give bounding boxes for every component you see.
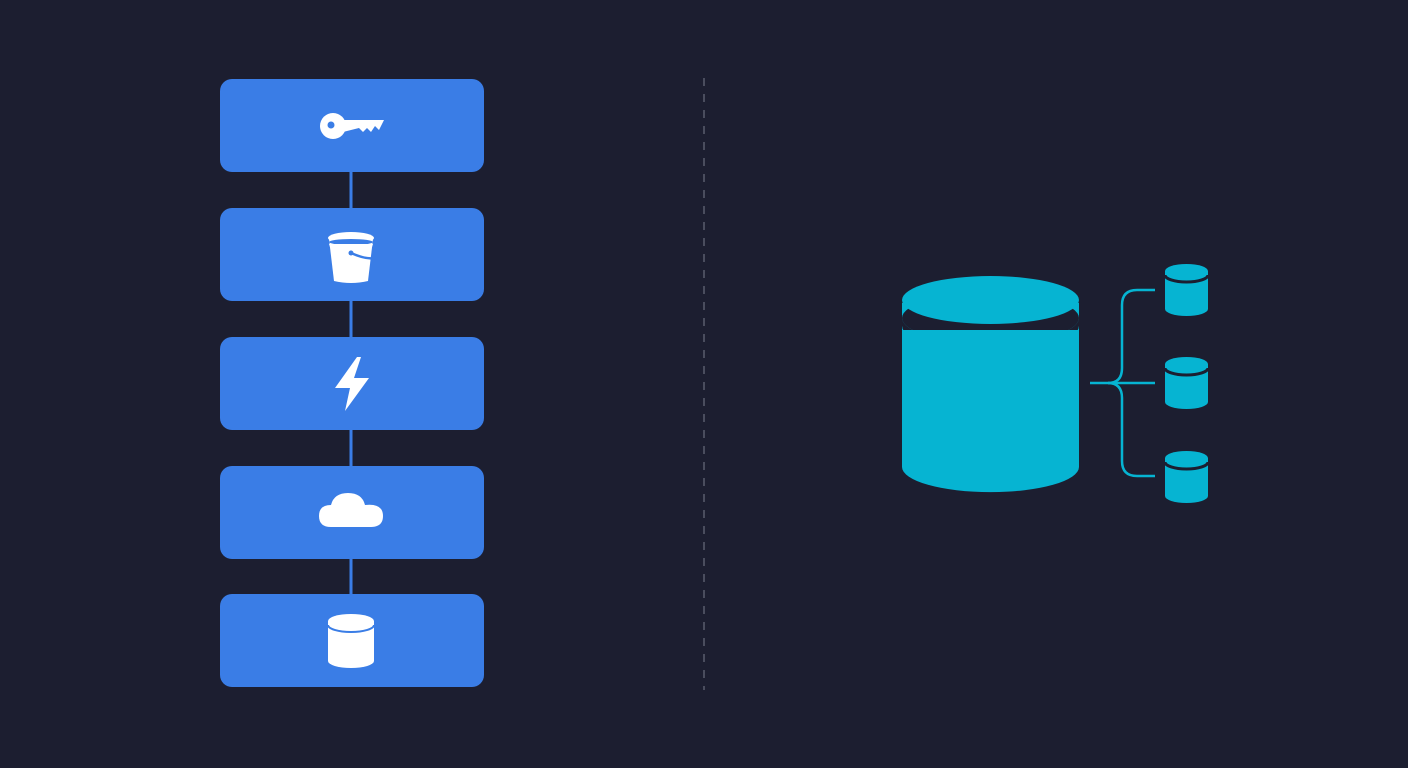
lightning-icon [335,357,369,411]
shard-database-icon [1163,357,1210,409]
stack-box-lightning [220,337,484,430]
cloud-icon [319,493,383,527]
stack-box-key [220,79,484,172]
stack-box-cloud [220,466,484,559]
stack-box-bucket [220,208,484,301]
main-database-icon [902,276,1079,493]
bucket-icon [328,232,378,283]
brace-connector [1090,288,1155,478]
shard-database-icon [1163,264,1210,317]
database-icon [327,614,375,668]
key-icon [320,113,384,139]
shard-database-icon [1163,451,1210,504]
stack-box-database [220,594,484,687]
